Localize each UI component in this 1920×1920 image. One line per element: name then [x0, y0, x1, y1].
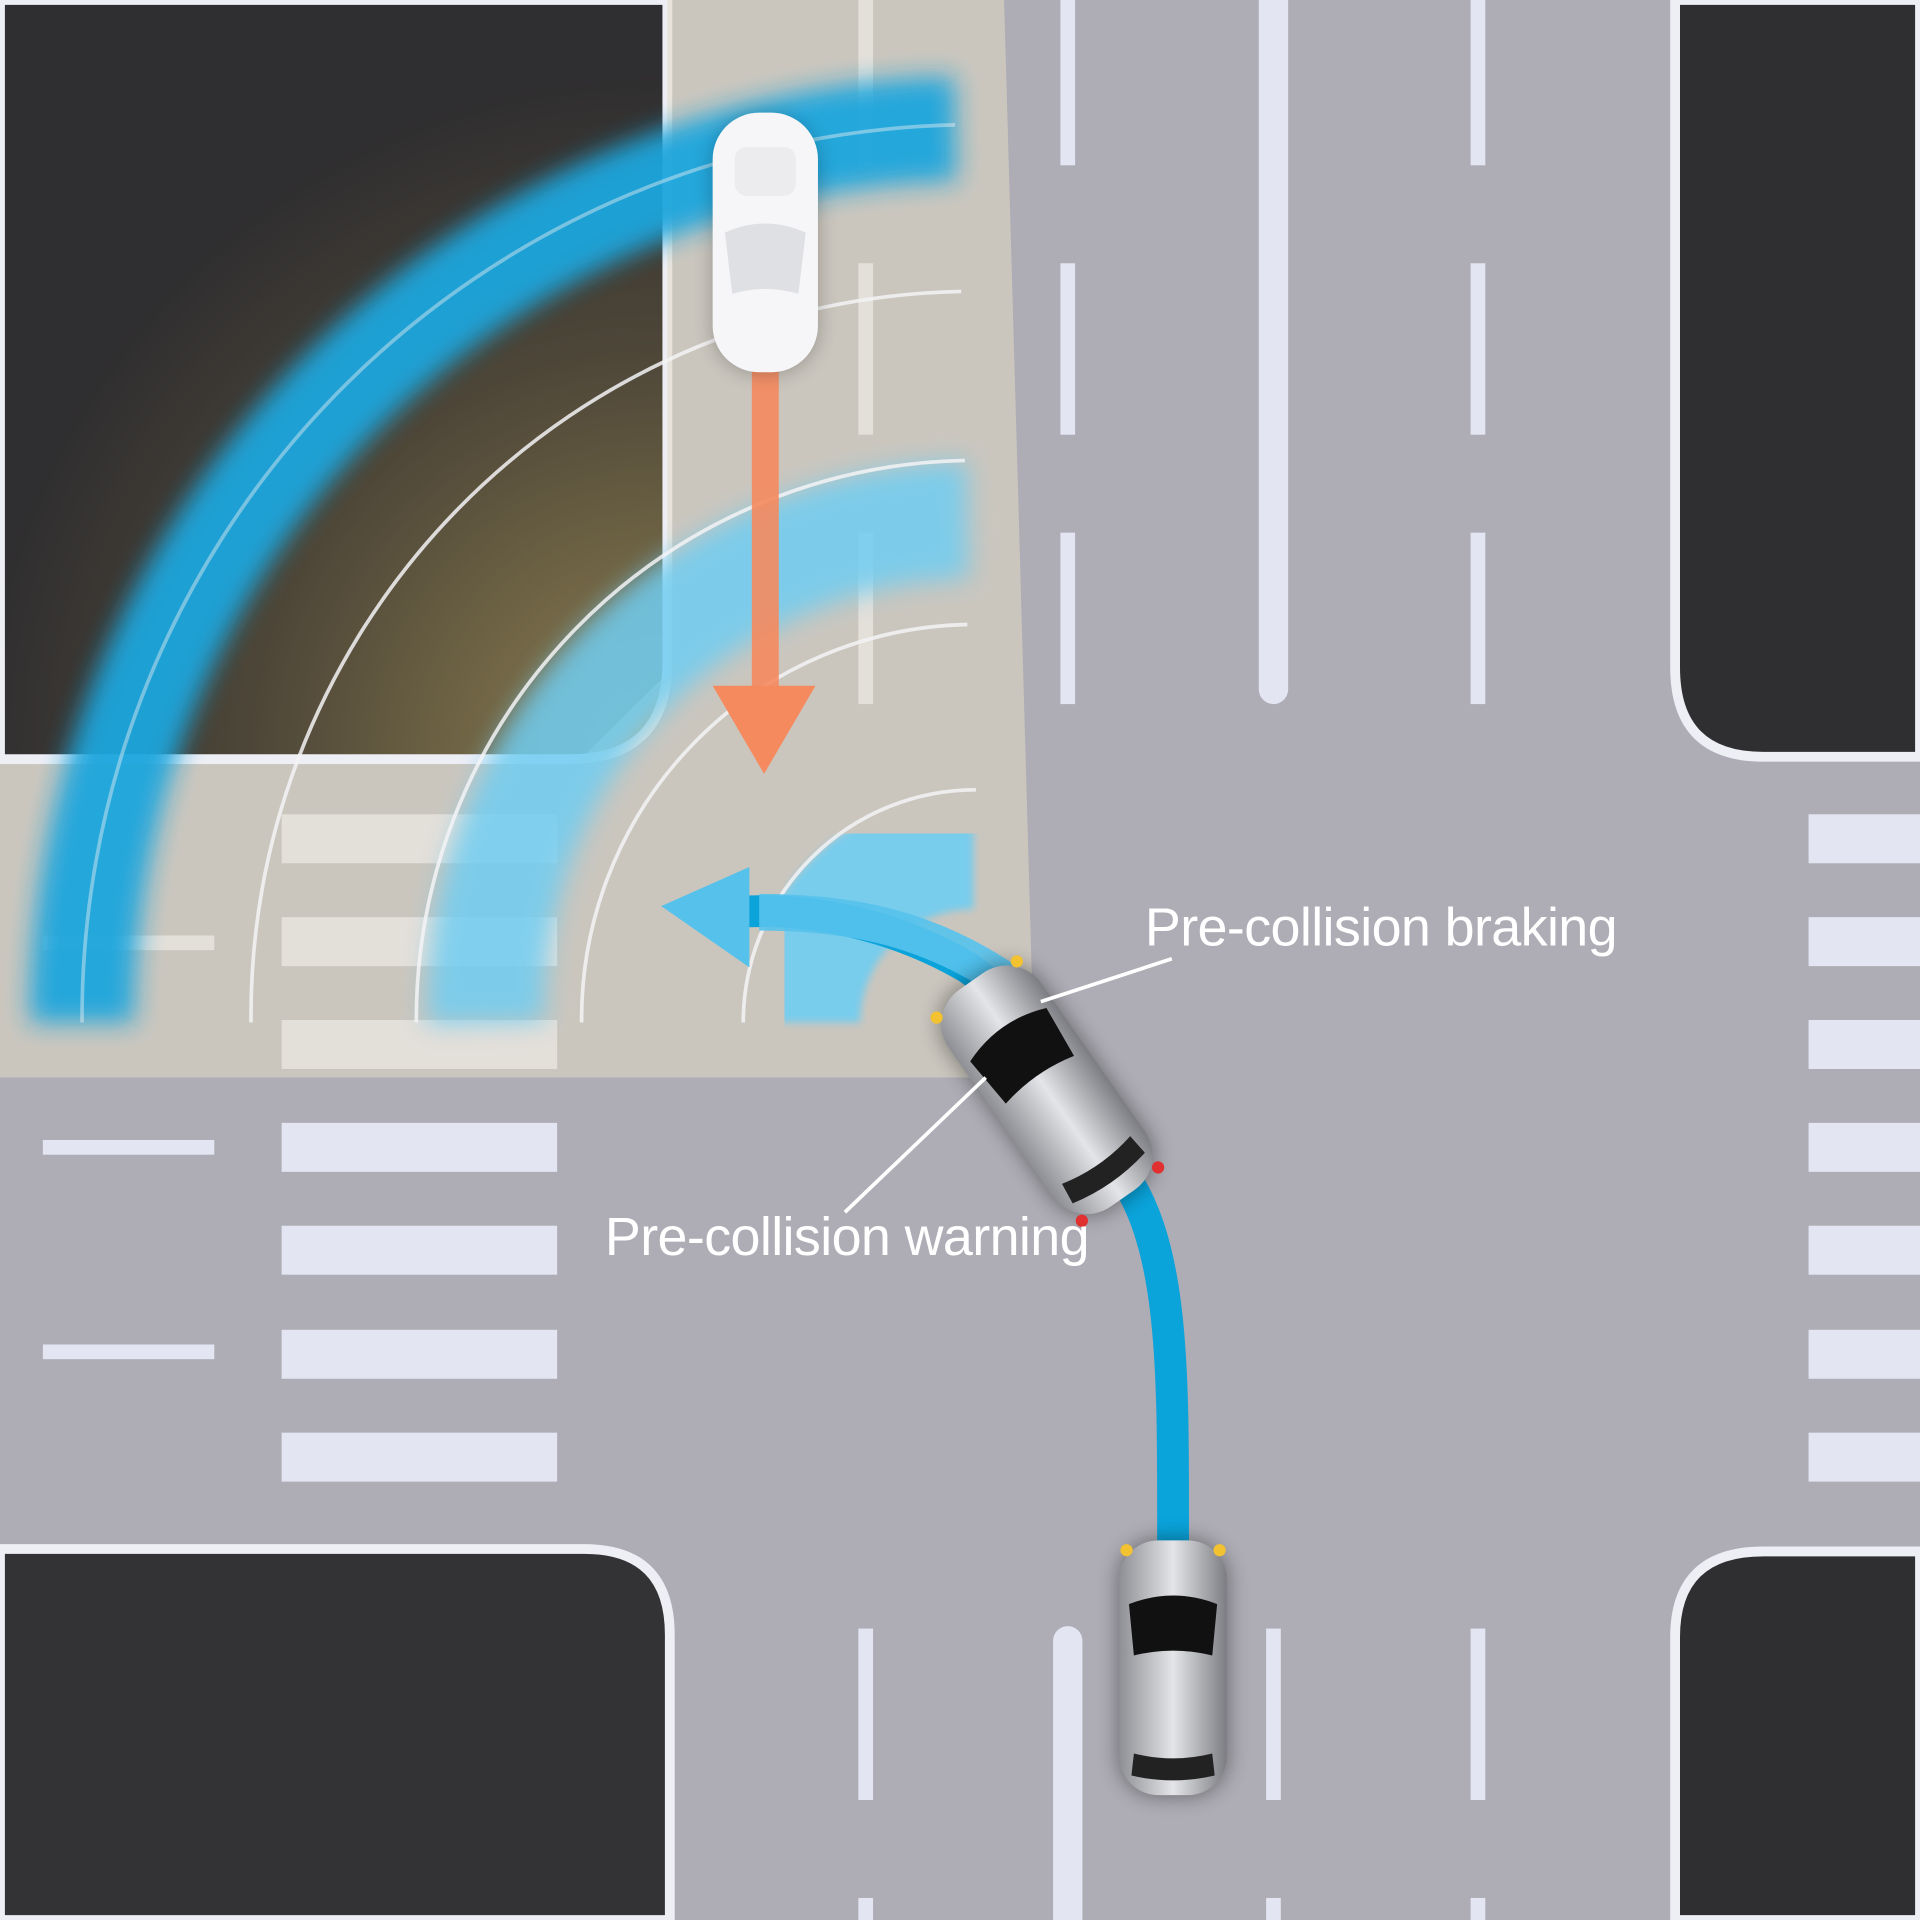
- pre-collision-braking-label: Pre-collision braking: [1145, 897, 1617, 957]
- lane-markings: [42, 0, 1486, 1920]
- block-bottom-left: [0, 1544, 675, 1920]
- warning-leader-line: [843, 1076, 987, 1214]
- down-arrow-icon: [712, 367, 816, 774]
- block-top-right: [1670, 0, 1920, 762]
- left-turn-arrow-icon: [661, 866, 1015, 995]
- turning-car-icon: [930, 955, 1165, 1227]
- braking-leader-line: [1040, 957, 1173, 1004]
- block-bottom-right: [1670, 1546, 1920, 1920]
- following-car-icon: [1116, 1537, 1230, 1798]
- crosswalk-right: [1808, 814, 1920, 1482]
- oncoming-car-icon: [712, 112, 818, 374]
- pre-collision-warning-label: Pre-collision warning: [605, 1207, 1089, 1267]
